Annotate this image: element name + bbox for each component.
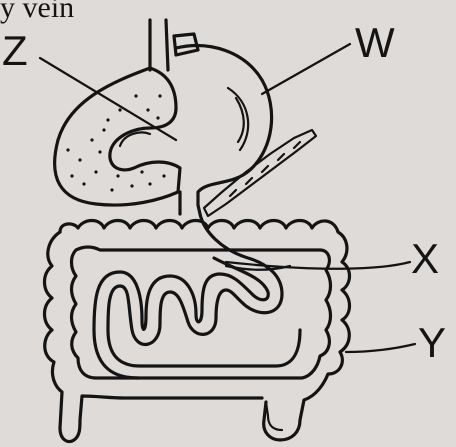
esophagus xyxy=(150,20,168,70)
liver xyxy=(55,68,180,205)
pancreas xyxy=(204,130,316,216)
small-intestine xyxy=(94,214,300,378)
large-intestine-outer xyxy=(60,221,350,441)
pointer-x xyxy=(226,262,410,269)
pointer-w xyxy=(262,44,350,94)
rectum xyxy=(266,402,282,430)
label-w: W xyxy=(355,22,395,64)
pointer-y xyxy=(346,344,415,352)
label-y: Y xyxy=(418,322,446,364)
label-x: X xyxy=(411,238,439,280)
label-z: Z xyxy=(2,30,28,72)
stomach-inner-fold xyxy=(228,88,248,150)
